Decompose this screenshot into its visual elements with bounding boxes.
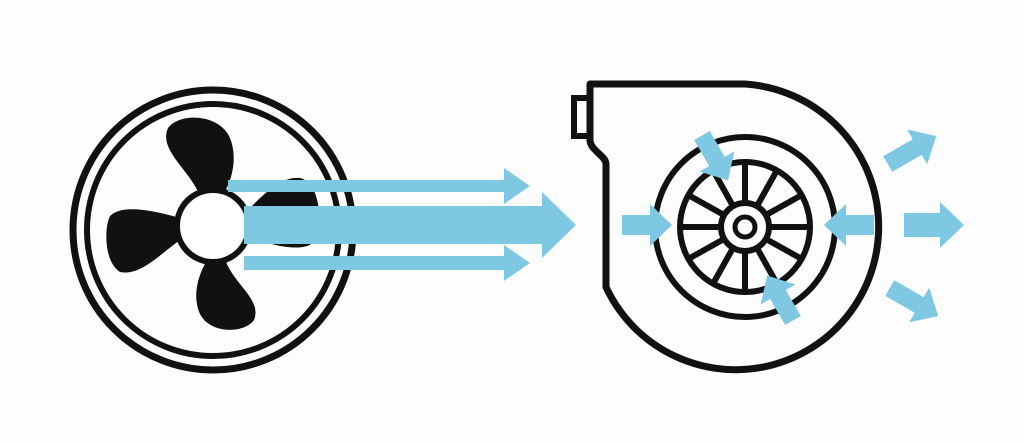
fan-blade-left — [106, 209, 180, 273]
fan-blade-top — [166, 117, 234, 196]
intake-arrow-bottom — [760, 275, 801, 326]
intake-arrow-top — [694, 130, 735, 181]
outlet-arrow-upper — [883, 129, 937, 172]
intake-arrow-left — [622, 204, 672, 246]
centrifugal-blower-icon — [571, 80, 883, 374]
impeller-hub-core — [732, 214, 758, 240]
axial-fan-icon — [69, 86, 357, 374]
airflow-arrow-bottom — [244, 245, 530, 281]
intake-arrow-right — [824, 204, 874, 246]
outlet-arrow-lower — [885, 280, 939, 323]
airflow-arrow-middle — [244, 192, 576, 258]
fan-blade-bottom — [196, 262, 256, 330]
outlet-arrow-middle — [904, 202, 964, 248]
fan-hub — [174, 187, 252, 265]
blower-intake-arrows — [622, 130, 874, 326]
blower-housing — [586, 80, 883, 374]
blower-outlet-arrows — [883, 129, 964, 323]
impeller-vanes — [679, 161, 811, 293]
airflow-arrow-top — [228, 168, 530, 204]
axial-airflow-arrows — [228, 168, 576, 281]
